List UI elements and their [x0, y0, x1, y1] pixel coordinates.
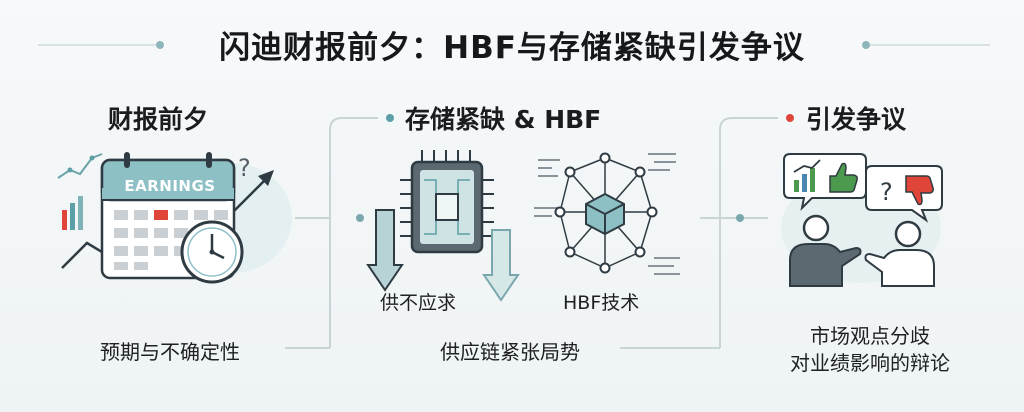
hbf-network-illustration: [534, 152, 680, 275]
thumbs-down-icon: [905, 175, 934, 206]
title-dot-right: [862, 41, 870, 49]
mini-line-chart: [57, 153, 103, 179]
section-dot-storage: [386, 114, 394, 122]
earnings-illustration: ?: [57, 152, 292, 284]
section-heading-earnings: 财报前夕: [108, 105, 209, 134]
section-heading-storage: 存储紧缺 & HBF: [405, 105, 602, 134]
svg-text:?: ?: [880, 178, 893, 206]
caption-supply-chain: 供应链紧张局势: [440, 340, 580, 364]
person-left-body: [789, 243, 862, 287]
person-right-body: [864, 249, 935, 287]
title-dot-left: [156, 41, 164, 49]
caption-earnings-debate: 对业绩影响的辩论: [790, 351, 950, 375]
page-title: 闪迪财报前夕：HBF与存储紧缺引发争议: [219, 30, 805, 66]
person-right-head: [894, 220, 922, 248]
calendar-label: EARNINGS: [124, 177, 216, 195]
down-arrow-left: [366, 209, 404, 292]
thumbs-up-icon: [829, 162, 858, 193]
person-left-head: [802, 214, 830, 242]
section-dot-controversy: [786, 114, 794, 122]
label-shortage: 供不应求: [380, 292, 457, 314]
caption-market-views: 市场观点分歧: [810, 324, 930, 348]
caption-expectations: 预期与不确定性: [100, 340, 240, 364]
label-hbf-tech: HBF技术: [563, 292, 640, 314]
chip-illustration: [366, 150, 520, 302]
debate-illustration: ?: [781, 153, 943, 287]
title-line-right: [870, 44, 990, 46]
down-arrow-right: [482, 229, 520, 302]
section-heading-controversy: 引发争议: [806, 105, 907, 134]
title-line-left: [38, 44, 160, 46]
svg-text:?: ?: [238, 154, 251, 182]
